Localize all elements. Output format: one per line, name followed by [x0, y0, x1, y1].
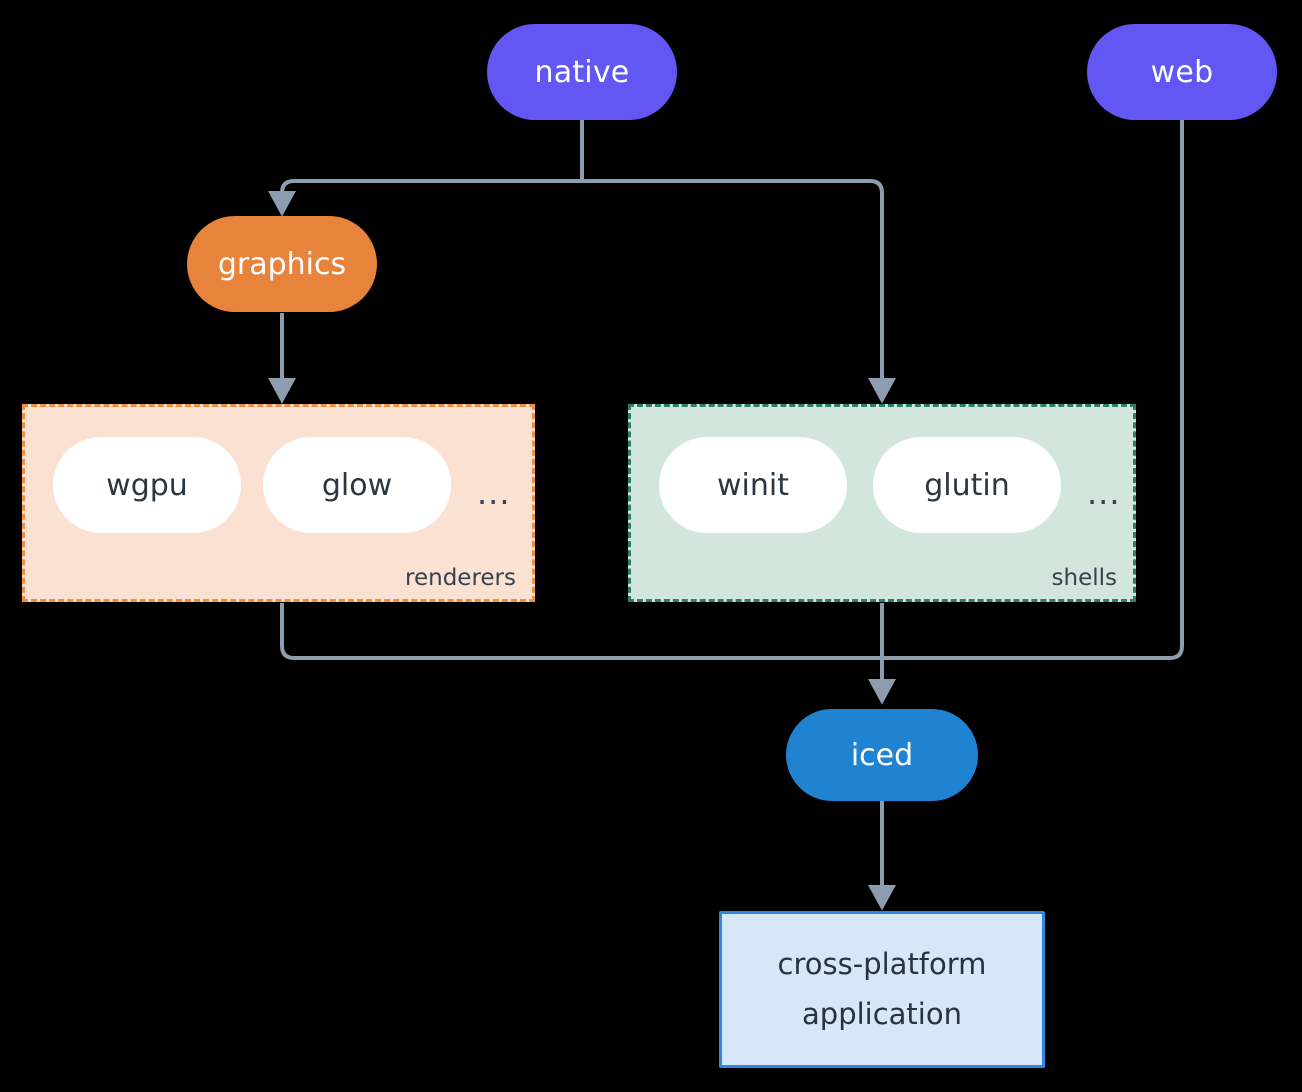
edge-native-to-shells — [582, 179, 896, 404]
node-native-label: native — [534, 54, 630, 90]
edge-renderers-to-iced — [280, 603, 882, 660]
shells-more-ellipsis: ... — [1087, 474, 1121, 512]
leaf-winit[interactable]: winit — [659, 437, 847, 533]
node-native[interactable]: native — [487, 24, 677, 120]
application-line-1: cross-platform — [777, 946, 987, 981]
renderers-more-ellipsis: ... — [477, 474, 511, 512]
leaf-wgpu-label: wgpu — [106, 467, 188, 503]
leaf-glow[interactable]: glow — [263, 437, 451, 533]
leaf-wgpu[interactable]: wgpu — [53, 437, 241, 533]
application-line-2: application — [802, 996, 962, 1031]
leaf-glutin-label: glutin — [924, 467, 1010, 503]
leaf-glutin[interactable]: glutin — [873, 437, 1061, 533]
cluster-shells-label: shells — [1051, 565, 1117, 591]
cluster-shells: winit glutin ... shells — [628, 404, 1136, 602]
node-web-label: web — [1150, 54, 1214, 90]
leaf-winit-label: winit — [717, 467, 789, 503]
cluster-renderers-label: renderers — [405, 565, 516, 591]
cluster-renderers: wgpu glow ... renderers — [22, 404, 535, 602]
edge-native-to-graphics — [268, 179, 582, 217]
node-iced-label: iced — [850, 737, 914, 773]
node-iced[interactable]: iced — [786, 709, 978, 801]
node-web[interactable]: web — [1087, 24, 1277, 120]
node-graphics-label: graphics — [217, 246, 347, 282]
leaf-glow-label: glow — [321, 467, 393, 503]
node-graphics[interactable]: graphics — [187, 216, 377, 312]
node-cross-platform-application[interactable]: cross-platform application — [719, 911, 1045, 1068]
